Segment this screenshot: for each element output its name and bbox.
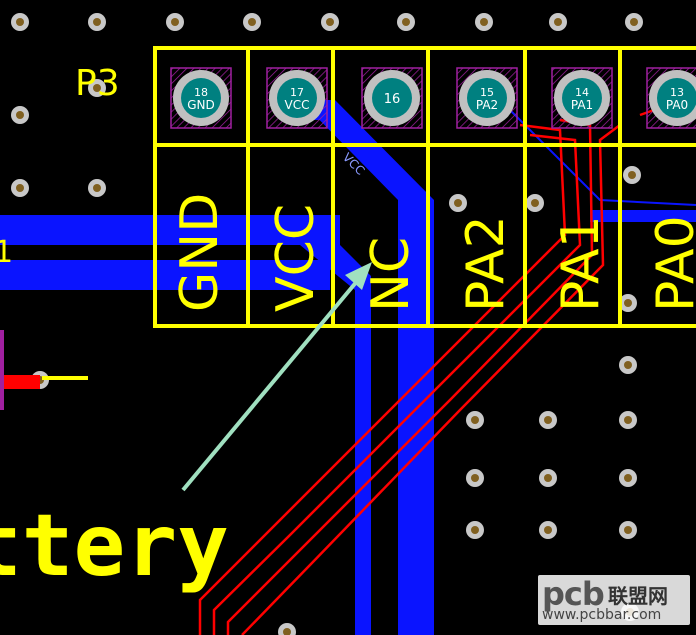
via — [278, 623, 296, 635]
pad-number: 14 — [575, 86, 589, 99]
via — [466, 469, 484, 487]
via — [549, 13, 567, 31]
via — [623, 166, 641, 184]
via — [619, 356, 637, 374]
via — [539, 469, 557, 487]
trace-vertical-thin — [355, 300, 371, 635]
pad-number: 18 — [194, 86, 208, 99]
trace-thin-blue — [509, 109, 696, 206]
trace-horizontal-2 — [0, 260, 330, 290]
pin-labels: GND VCC NC PA2 PA1 PA0 — [170, 193, 696, 312]
via — [619, 294, 637, 312]
pad-net: GND — [187, 98, 215, 112]
pin-label-pa0: PA0 — [646, 215, 696, 312]
via — [88, 79, 106, 97]
designator-label: P3 — [75, 63, 120, 104]
via — [466, 521, 484, 539]
annotation-arrow — [181, 262, 372, 492]
pad-number: 13 — [670, 86, 684, 99]
via — [321, 13, 339, 31]
trace-bend — [300, 245, 371, 310]
via — [539, 411, 557, 429]
pad-edge-left — [0, 330, 4, 410]
pad-pin-16: 16 — [361, 67, 423, 129]
via — [397, 13, 415, 31]
pin-label-pa2: PA2 — [456, 215, 516, 312]
via — [166, 13, 184, 31]
pin-label-pa1: PA1 — [551, 215, 611, 312]
via — [88, 179, 106, 197]
via — [625, 13, 643, 31]
via — [475, 13, 493, 31]
via — [466, 411, 484, 429]
via — [11, 179, 29, 197]
pad-number: 17 — [290, 86, 304, 99]
watermark-url: www.pcbbar.com — [542, 607, 662, 623]
pin-label-vcc: VCC — [266, 204, 326, 312]
via — [11, 13, 29, 31]
pad-net: PA0 — [666, 98, 688, 112]
via — [88, 13, 106, 31]
trace-horizontal-1 — [0, 215, 340, 245]
watermark-cn: 联盟网 — [608, 584, 668, 608]
pin-label-gnd: GND — [170, 193, 230, 312]
via — [243, 13, 261, 31]
trace-pa0-stub — [590, 210, 696, 222]
via — [539, 521, 557, 539]
silk-text-battery: ttery — [0, 496, 229, 596]
via — [526, 194, 544, 212]
silk-fragment: 1 — [0, 235, 13, 270]
watermark: pcb 联盟网 www.pcbbar.com — [538, 575, 690, 625]
via — [449, 194, 467, 212]
via — [619, 521, 637, 539]
watermark-logo: pcb — [542, 575, 605, 613]
pin-label-nc: NC — [361, 237, 421, 312]
pad-net: PA2 — [476, 98, 498, 112]
via — [11, 106, 29, 124]
connector-p3-outline — [153, 46, 696, 328]
via — [619, 411, 637, 429]
pad-number: 16 — [384, 92, 401, 107]
red-pad-left — [0, 375, 40, 389]
pad-number: 15 — [480, 86, 494, 99]
via — [619, 469, 637, 487]
pad-net: VCC — [285, 98, 310, 112]
pad-net: PA1 — [571, 98, 593, 112]
